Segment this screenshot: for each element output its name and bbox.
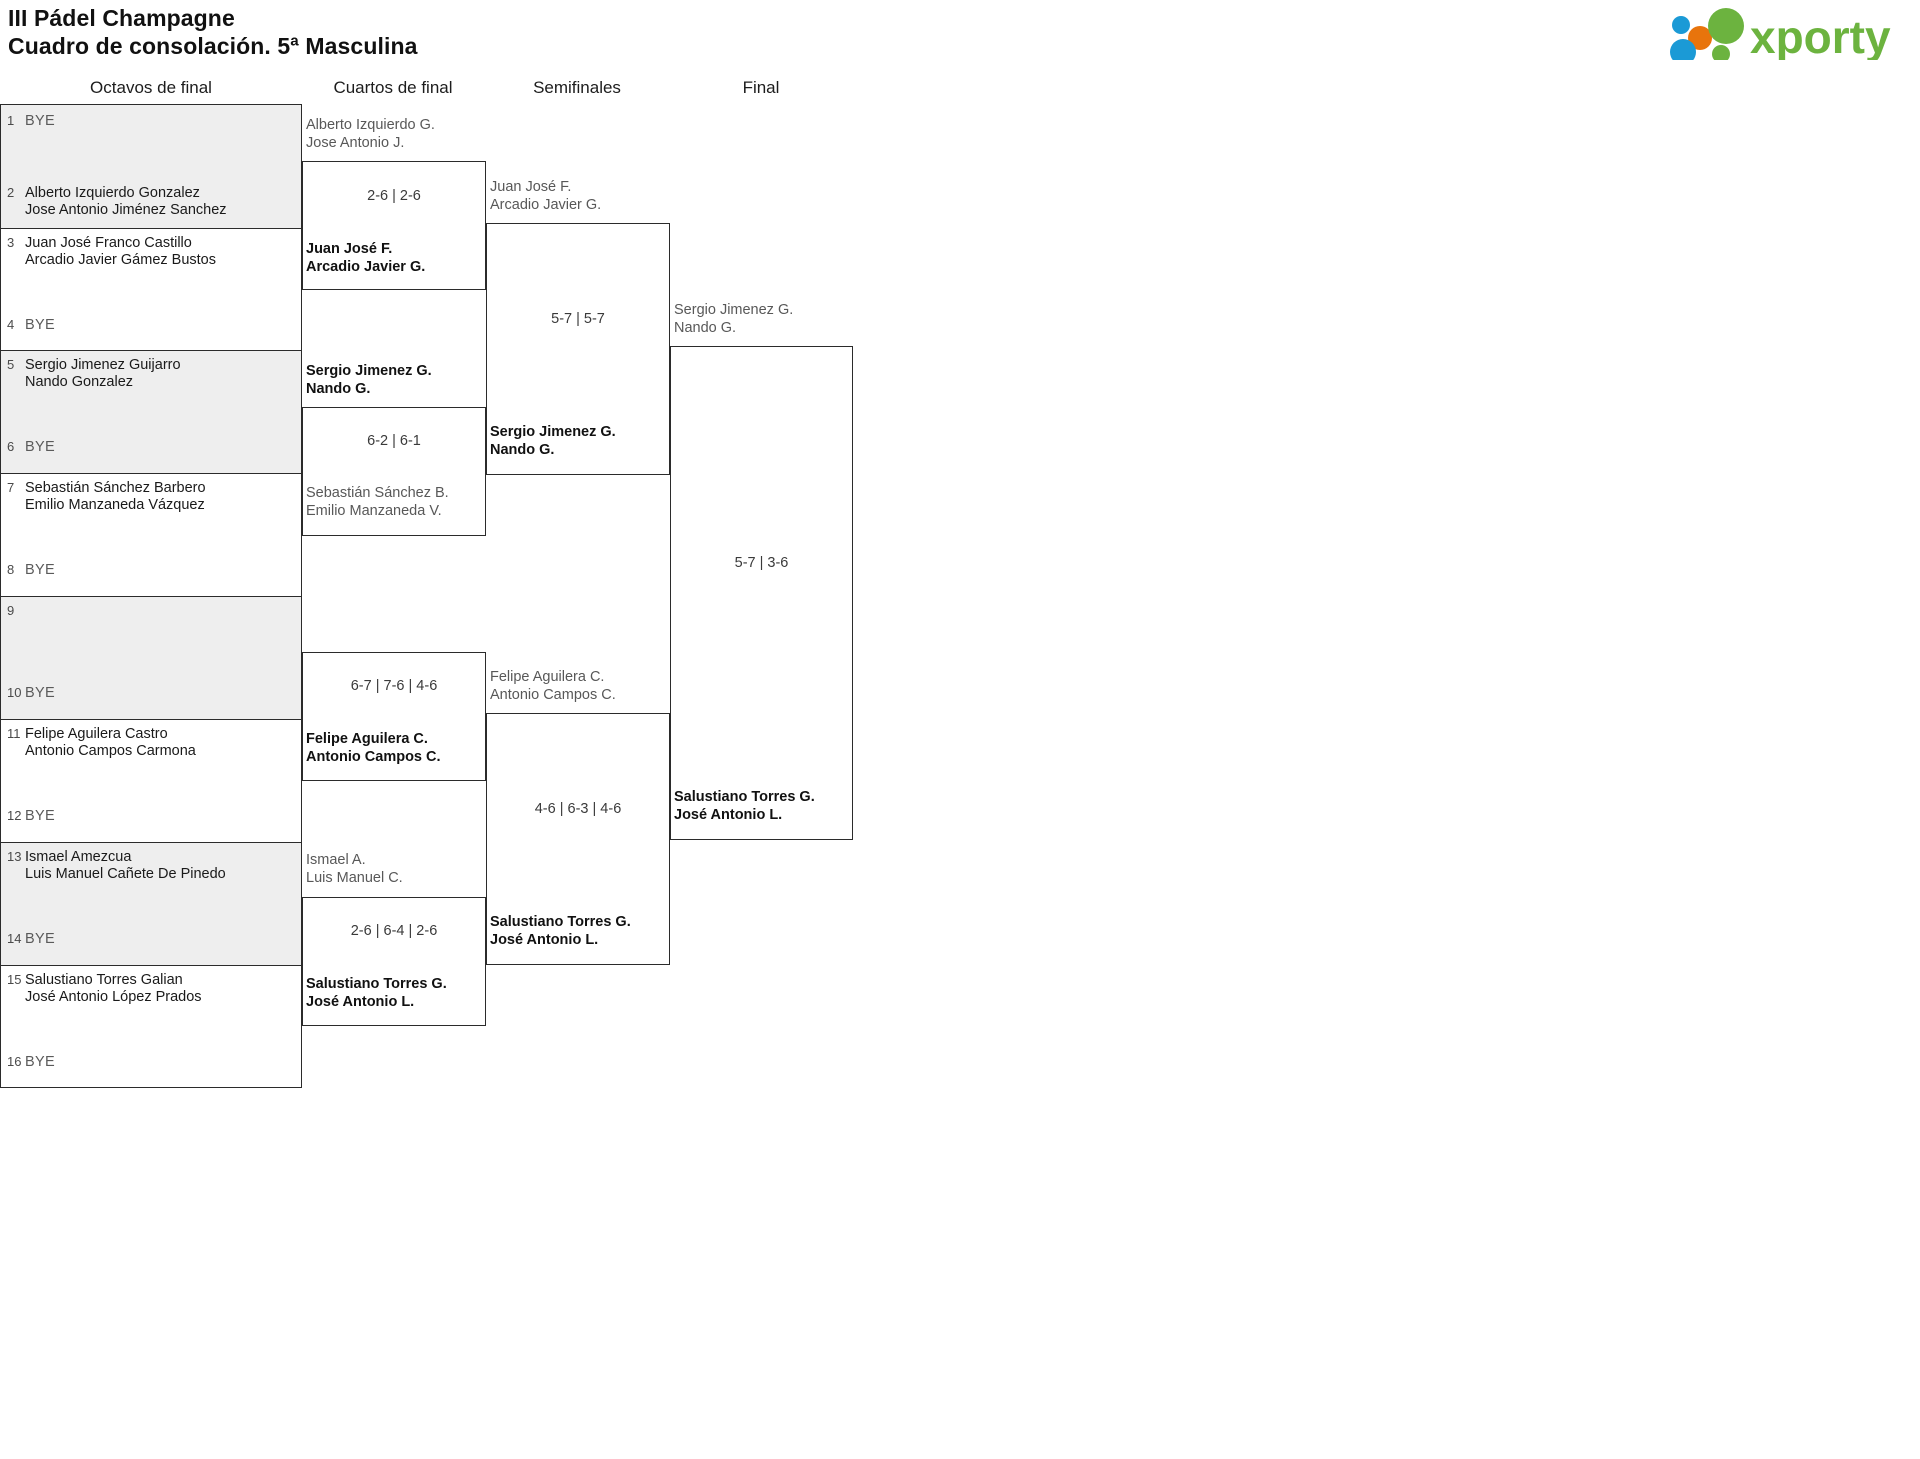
r1-match-block[interactable]: 11 Felipe Aguilera Castro Antonio Campos… — [0, 719, 302, 842]
qf2-score: 6-2 | 6-1 — [367, 433, 421, 449]
qf3-winner: Felipe Aguilera C. Antonio Campos C. — [306, 731, 441, 765]
r1-slot[interactable]: 6 BYE — [1, 439, 303, 475]
seed-number: 2 — [7, 185, 15, 200]
r1-slot[interactable]: 5 Sergio Jimenez Guijarro Nando Gonzalez — [1, 357, 303, 393]
r1-slot[interactable]: 7 Sebastián Sánchez Barbero Emilio Manza… — [1, 480, 303, 516]
seed-names: BYE — [25, 1054, 55, 1070]
qf4-winner: Salustiano Torres G. José Antonio L. — [306, 976, 447, 1010]
seed-names: BYE — [25, 808, 55, 824]
logo-dot-blue-small — [1672, 16, 1690, 34]
sf2-match-box[interactable] — [486, 713, 670, 965]
r1-match-block[interactable]: 13 Ismael Amezcua Luis Manuel Cañete De … — [0, 842, 302, 965]
logo-dot-green-large — [1708, 8, 1744, 44]
sf2-winner: Salustiano Torres G. José Antonio L. — [490, 914, 631, 948]
qf2-winner: Sergio Jimenez G. Nando G. — [306, 363, 432, 397]
page-header: III Pádel Champagne Cuadro de consolació… — [8, 4, 418, 60]
seed-names: BYE — [25, 113, 55, 129]
seed-names: BYE — [25, 317, 55, 333]
seed-names: BYE — [25, 685, 55, 701]
r1-slot[interactable]: 16 BYE — [1, 1054, 303, 1090]
r1-slot[interactable]: 14 BYE — [1, 931, 303, 967]
r1-slot[interactable]: 3 Juan José Franco Castillo Arcadio Javi… — [1, 235, 303, 271]
r1-slot[interactable]: 4 BYE — [1, 317, 303, 353]
seed-names: Juan José Franco Castillo Arcadio Javier… — [25, 235, 216, 268]
final-match-box[interactable] — [670, 346, 853, 840]
r1-match-block[interactable]: 1 BYE 2 Alberto Izquierdo Gonzalez Jose … — [0, 104, 302, 228]
qf2-loser: Sebastián Sánchez B. Emilio Manzaneda V. — [306, 485, 449, 519]
qf1-loser: Alberto Izquierdo G. Jose Antonio J. — [306, 117, 435, 151]
final-winner: Salustiano Torres G. José Antonio L. — [674, 789, 815, 823]
sf1-winner: Sergio Jimenez G. Nando G. — [490, 424, 616, 458]
seed-number: 3 — [7, 235, 15, 250]
seed-names: BYE — [25, 931, 55, 947]
seed-names: Sergio Jimenez Guijarro Nando Gonzalez — [25, 357, 181, 390]
sf1-loser: Juan José F. Arcadio Javier G. — [490, 179, 602, 213]
seed-names: BYE — [25, 562, 55, 578]
r1-slot[interactable]: 9 — [1, 603, 303, 639]
r1-slot[interactable]: 8 BYE — [1, 562, 303, 598]
seed-number: 4 — [7, 317, 15, 332]
round-heading-cuartos: Cuartos de final — [333, 78, 453, 97]
sf2-loser: Felipe Aguilera C. Antonio Campos C. — [490, 669, 616, 703]
r1-slot[interactable]: 13 Ismael Amezcua Luis Manuel Cañete De … — [1, 849, 303, 885]
qf1-match-box[interactable] — [302, 161, 486, 290]
qf1-score: 2-6 | 2-6 — [367, 188, 421, 204]
sf1-match-box[interactable] — [486, 223, 670, 475]
seed-number: 10 — [7, 685, 22, 700]
seed-names: Felipe Aguilera Castro Antonio Campos Ca… — [25, 726, 196, 759]
seed-number: 6 — [7, 439, 15, 454]
seed-number: 9 — [7, 603, 15, 618]
qf3-match-box[interactable] — [302, 652, 486, 781]
qf3-score: 6-7 | 7-6 | 4-6 — [350, 678, 438, 694]
r1-slot[interactable]: 2 Alberto Izquierdo Gonzalez Jose Antoni… — [1, 185, 303, 221]
seed-names: Ismael Amezcua Luis Manuel Cañete De Pin… — [25, 849, 226, 882]
round-heading-final: Final — [742, 78, 780, 97]
qf4-score: 2-6 | 6-4 | 2-6 — [350, 923, 438, 939]
r1-slot[interactable]: 15 Salustiano Torres Galian José Antonio… — [1, 972, 303, 1008]
logo-wordmark: xporty — [1750, 11, 1891, 60]
qf2-match-box[interactable] — [302, 407, 486, 536]
sf2-score: 4-6 | 6-3 | 4-6 — [534, 801, 622, 817]
seed-number: 7 — [7, 480, 15, 495]
final-score: 5-7 | 3-6 — [734, 555, 789, 571]
r1-match-block[interactable]: 5 Sergio Jimenez Guijarro Nando Gonzalez… — [0, 350, 302, 473]
seed-number: 12 — [7, 808, 22, 823]
sf1-score: 5-7 | 5-7 — [551, 311, 605, 327]
qf1-winner: Juan José F. Arcadio Javier G. — [306, 241, 426, 275]
final-loser: Sergio Jimenez G. Nando G. — [674, 302, 794, 336]
seed-number: 1 — [7, 113, 15, 128]
r1-slot[interactable]: 12 BYE — [1, 808, 303, 844]
r1-match-block[interactable]: 9 10 BYE — [0, 596, 302, 719]
r1-slot[interactable]: 1 BYE — [1, 113, 303, 149]
logo-dot-blue-large — [1670, 39, 1696, 60]
xporty-logo-graphic: xporty — [1670, 8, 1891, 60]
r1-match-block[interactable]: 15 Salustiano Torres Galian José Antonio… — [0, 965, 302, 1088]
seed-names: Salustiano Torres Galian José Antonio Ló… — [25, 972, 202, 1005]
logo-dot-orange — [1688, 26, 1712, 50]
tournament-bracket: 1 BYE 2 Alberto Izquierdo Gonzalez Jose … — [0, 104, 1100, 1088]
r1-slot[interactable]: 10 BYE — [1, 685, 303, 721]
seed-names: Sebastián Sánchez Barbero Emilio Manzane… — [25, 480, 206, 513]
seed-number: 14 — [7, 931, 22, 946]
seed-number: 15 — [7, 972, 22, 987]
seed-number: 13 — [7, 849, 22, 864]
seed-names: Alberto Izquierdo Gonzalez Jose Antonio … — [25, 185, 227, 218]
r1-match-block[interactable]: 7 Sebastián Sánchez Barbero Emilio Manza… — [0, 473, 302, 596]
qf4-match-box[interactable] — [302, 897, 486, 1026]
round-heading-octavos: Octavos de final — [90, 78, 212, 97]
round-heading-semifinales: Semifinales — [533, 78, 621, 97]
seed-number: 8 — [7, 562, 15, 577]
r1-slot[interactable]: 11 Felipe Aguilera Castro Antonio Campos… — [1, 726, 303, 762]
seed-number: 11 — [7, 726, 21, 741]
seed-number: 16 — [7, 1054, 22, 1069]
logo-dot-green-small — [1712, 45, 1730, 60]
page-subtitle: Cuadro de consolación. 5ª Masculina — [8, 33, 418, 59]
tournament-title: III Pádel Champagne — [8, 5, 235, 31]
seed-number: 5 — [7, 357, 15, 372]
r1-match-block[interactable]: 3 Juan José Franco Castillo Arcadio Javi… — [0, 228, 302, 350]
qf4-loser: Ismael A. Luis Manuel C. — [306, 852, 403, 886]
xporty-logo[interactable]: xporty — [1658, 8, 1908, 60]
seed-names: BYE — [25, 439, 55, 455]
